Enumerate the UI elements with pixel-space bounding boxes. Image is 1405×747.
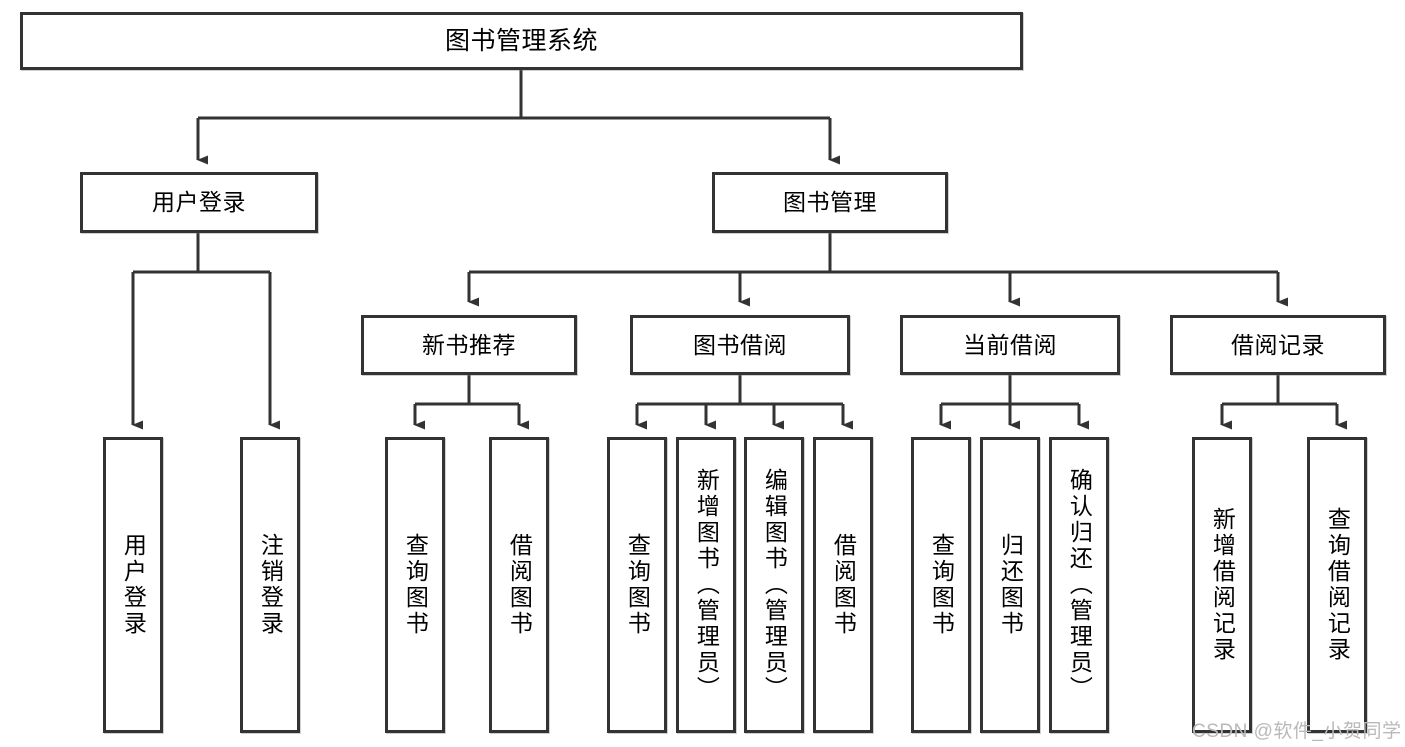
node-user-login-label: 用户登录	[152, 189, 246, 216]
node-borrow-record-label: 借阅记录	[1231, 331, 1325, 358]
node-leaf-add-book-label: 新增图书（管理员）	[693, 468, 720, 702]
node-leaf-return-book[interactable]: 归还图书	[980, 437, 1040, 733]
node-leaf-add-book[interactable]: 新增图书（管理员）	[676, 437, 736, 733]
node-leaf-user-login-label: 用户登录	[120, 533, 147, 637]
node-root[interactable]: 图书管理系统	[20, 12, 1023, 70]
node-book-management-label: 图书管理	[783, 189, 877, 216]
node-book-borrow-label: 图书借阅	[693, 331, 787, 358]
node-leaf-logout-login[interactable]: 注销登录	[240, 437, 300, 733]
node-leaf-query-record[interactable]: 查询借阅记录	[1307, 437, 1367, 733]
node-leaf-edit-book[interactable]: 编辑图书（管理员）	[744, 437, 804, 733]
node-book-borrow[interactable]: 图书借阅	[630, 315, 850, 375]
node-leaf-query-book-1-label: 查询图书	[402, 533, 429, 637]
csdn-watermark: CSDN @软件_小贺同学	[1192, 721, 1402, 742]
node-leaf-borrow-book-2-label: 借阅图书	[830, 533, 857, 637]
node-leaf-query-book-3-label: 查询图书	[928, 533, 955, 637]
node-leaf-return-book-label: 归还图书	[997, 533, 1024, 637]
node-leaf-query-record-label: 查询借阅记录	[1324, 507, 1351, 663]
node-user-login[interactable]: 用户登录	[80, 172, 318, 233]
node-leaf-borrow-book-1[interactable]: 借阅图书	[489, 437, 549, 733]
node-leaf-borrow-book-1-label: 借阅图书	[506, 533, 533, 637]
node-leaf-user-login[interactable]: 用户登录	[103, 437, 163, 733]
node-new-book-recommend-label: 新书推荐	[422, 331, 516, 358]
node-leaf-add-record[interactable]: 新增借阅记录	[1192, 437, 1252, 733]
node-current-borrow-label: 当前借阅	[963, 331, 1057, 358]
node-leaf-query-book-2[interactable]: 查询图书	[607, 437, 667, 733]
node-current-borrow[interactable]: 当前借阅	[900, 315, 1120, 375]
node-leaf-logout-login-label: 注销登录	[257, 533, 284, 637]
node-leaf-add-record-label: 新增借阅记录	[1209, 507, 1236, 663]
node-leaf-query-book-1[interactable]: 查询图书	[385, 437, 445, 733]
node-leaf-edit-book-label: 编辑图书（管理员）	[761, 468, 788, 702]
node-root-label: 图书管理系统	[444, 26, 598, 55]
node-leaf-query-book-3[interactable]: 查询图书	[911, 437, 971, 733]
node-leaf-confirm-return[interactable]: 确认归还（管理员）	[1049, 437, 1109, 733]
node-leaf-query-book-2-label: 查询图书	[624, 533, 651, 637]
node-book-management[interactable]: 图书管理	[712, 172, 948, 233]
node-leaf-borrow-book-2[interactable]: 借阅图书	[813, 437, 873, 733]
node-new-book-recommend[interactable]: 新书推荐	[361, 315, 577, 375]
node-borrow-record[interactable]: 借阅记录	[1170, 315, 1386, 375]
node-leaf-confirm-return-label: 确认归还（管理员）	[1066, 468, 1093, 702]
